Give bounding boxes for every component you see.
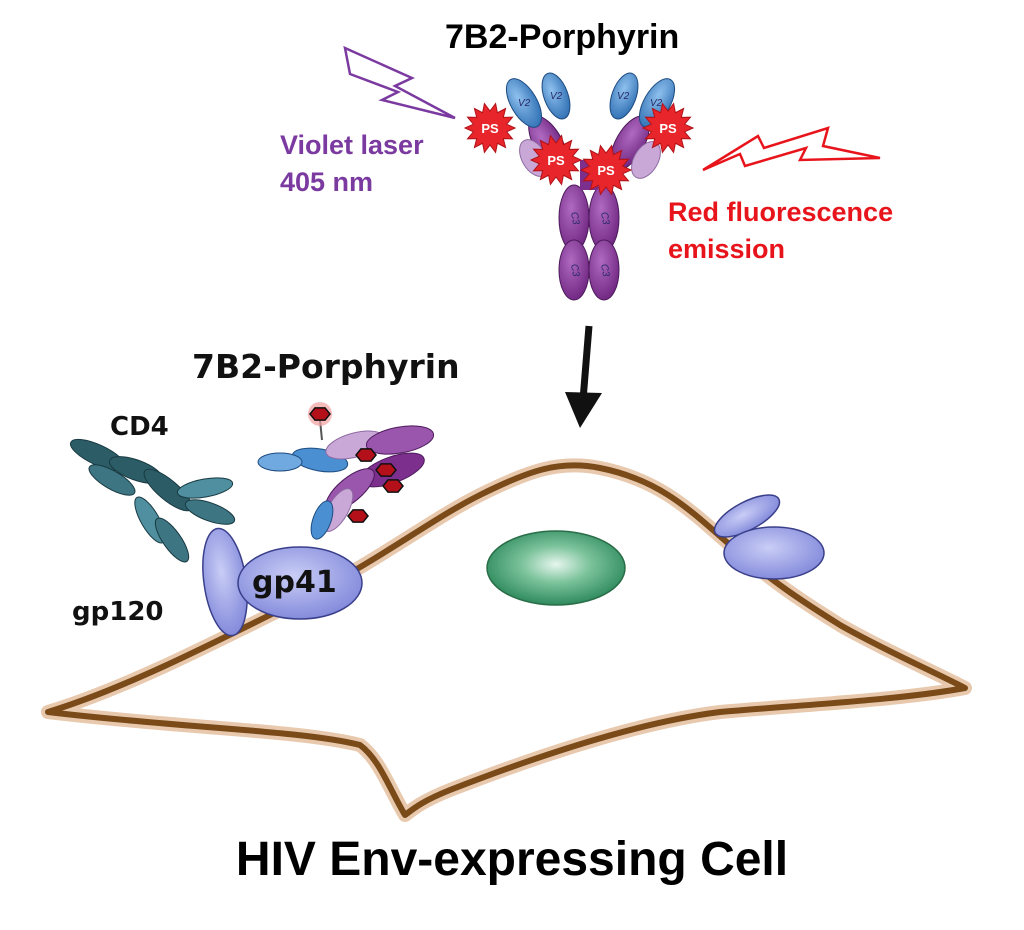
emission-label-line2: emission bbox=[668, 234, 786, 264]
laser-label-line2: 405 nm bbox=[280, 167, 374, 197]
svg-text:V2: V2 bbox=[550, 91, 563, 102]
svg-text:C3: C3 bbox=[568, 263, 581, 278]
antibody-top: C3 C3 C3 C3 V2 V2 V2 V2 PS PS PS PS bbox=[463, 72, 695, 301]
ps-marker-label: PS bbox=[597, 163, 615, 178]
ps-marker-label: PS bbox=[659, 121, 677, 136]
svg-text:V2: V2 bbox=[518, 98, 531, 109]
svg-text:C3: C3 bbox=[568, 211, 581, 226]
ps-hexagon-marker bbox=[375, 463, 397, 477]
ps-marker-group: PS PS PS PS bbox=[463, 102, 695, 196]
nucleus bbox=[486, 530, 626, 606]
red-emission-bolt-icon bbox=[702, 126, 881, 172]
ps-hexagon-group bbox=[309, 407, 404, 523]
ps-marker: PS bbox=[529, 134, 583, 186]
svg-text:C3: C3 bbox=[598, 211, 611, 226]
antibody-bound bbox=[257, 402, 435, 540]
ps-hexagon-marker bbox=[382, 479, 404, 493]
ps-marker-label: PS bbox=[481, 121, 499, 136]
ps-marker: PS bbox=[463, 102, 517, 154]
ps-marker-label: PS bbox=[547, 153, 565, 168]
laser-label-line1: Violet laser bbox=[280, 130, 424, 160]
ps-hexagon-marker bbox=[309, 407, 331, 421]
cd4-receptor bbox=[69, 438, 236, 563]
ps-hexagon-marker bbox=[355, 448, 377, 462]
svg-text:V2: V2 bbox=[650, 98, 663, 109]
ps-marker: PS bbox=[579, 144, 633, 196]
gp41-label: gp41 bbox=[252, 565, 337, 600]
down-arrow-icon bbox=[565, 325, 602, 428]
env-protein-right bbox=[713, 494, 825, 580]
cd4-label: CD4 bbox=[110, 412, 169, 442]
gp120-label: gp120 bbox=[72, 597, 164, 627]
emission-label-line1: Red fluorescence bbox=[668, 197, 894, 227]
bound-antibody-title: 7B2-Porphyrin bbox=[192, 347, 460, 386]
violet-laser-bolt-icon bbox=[343, 45, 456, 120]
svg-text:V2: V2 bbox=[617, 91, 630, 102]
gp41-protein bbox=[237, 546, 363, 620]
cell-title: HIV Env-expressing Cell bbox=[235, 833, 789, 886]
top-title: 7B2-Porphyrin bbox=[445, 18, 680, 56]
antibody-fc-region: C3 C3 C3 C3 bbox=[558, 184, 620, 301]
cell-membrane bbox=[41, 458, 972, 822]
ps-hexagon-marker bbox=[347, 509, 369, 523]
ps-marker: PS bbox=[641, 102, 695, 154]
svg-text:C3: C3 bbox=[598, 263, 611, 278]
